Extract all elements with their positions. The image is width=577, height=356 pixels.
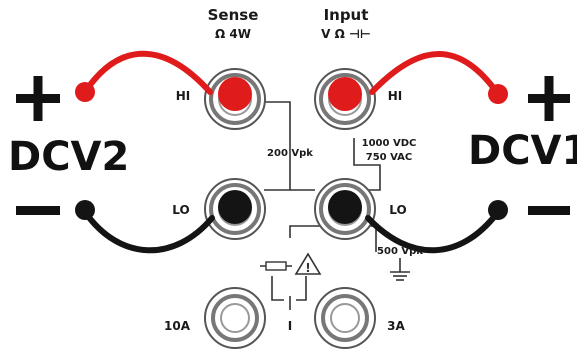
dcv2-plus-icon bbox=[16, 76, 60, 121]
sense-title: Sense bbox=[208, 6, 259, 24]
dcv1-label: DCV1 bbox=[468, 128, 577, 174]
jack-10a[interactable] bbox=[204, 287, 266, 349]
jack-3a[interactable] bbox=[314, 287, 376, 349]
lead-dcv2-lo[interactable] bbox=[75, 190, 252, 254]
lead-dcv1-hi[interactable] bbox=[328, 51, 508, 111]
input-subtitle: V Ω ⊣⊢ bbox=[321, 27, 371, 41]
lo-vpk-rating: 500 Vpk bbox=[377, 246, 423, 257]
3a-label: 3A bbox=[387, 319, 405, 333]
dcv2-label: DCV2 bbox=[8, 134, 129, 180]
sense-vpk-rating: 200 Vpk bbox=[267, 148, 313, 159]
panel-lines bbox=[264, 101, 381, 310]
dcv1-minus-icon bbox=[528, 206, 570, 215]
input-vac-rating: 750 VAC bbox=[366, 152, 413, 163]
ground-icon bbox=[390, 258, 410, 281]
svg-text:!: ! bbox=[305, 261, 310, 275]
input-hi-label: HI bbox=[388, 89, 403, 103]
dcv2-minus-icon bbox=[16, 206, 60, 215]
dcv1-plus-icon bbox=[528, 76, 570, 121]
warning-icon: ! bbox=[294, 252, 322, 275]
sense-subtitle: Ω 4W bbox=[215, 27, 251, 41]
input-vdc-rating: 1000 VDC bbox=[362, 138, 417, 149]
lead-dcv2-hi[interactable] bbox=[75, 50, 252, 111]
fuse-icon bbox=[260, 261, 292, 271]
lead-dcv1-lo[interactable] bbox=[328, 190, 508, 254]
input-title: Input bbox=[324, 6, 369, 24]
input-lo-label: LO bbox=[389, 203, 406, 217]
current-i-label: I bbox=[288, 319, 292, 333]
10a-label: 10A bbox=[164, 319, 191, 333]
sense-lo-label: LO bbox=[172, 203, 189, 217]
sense-hi-label: HI bbox=[176, 89, 191, 103]
